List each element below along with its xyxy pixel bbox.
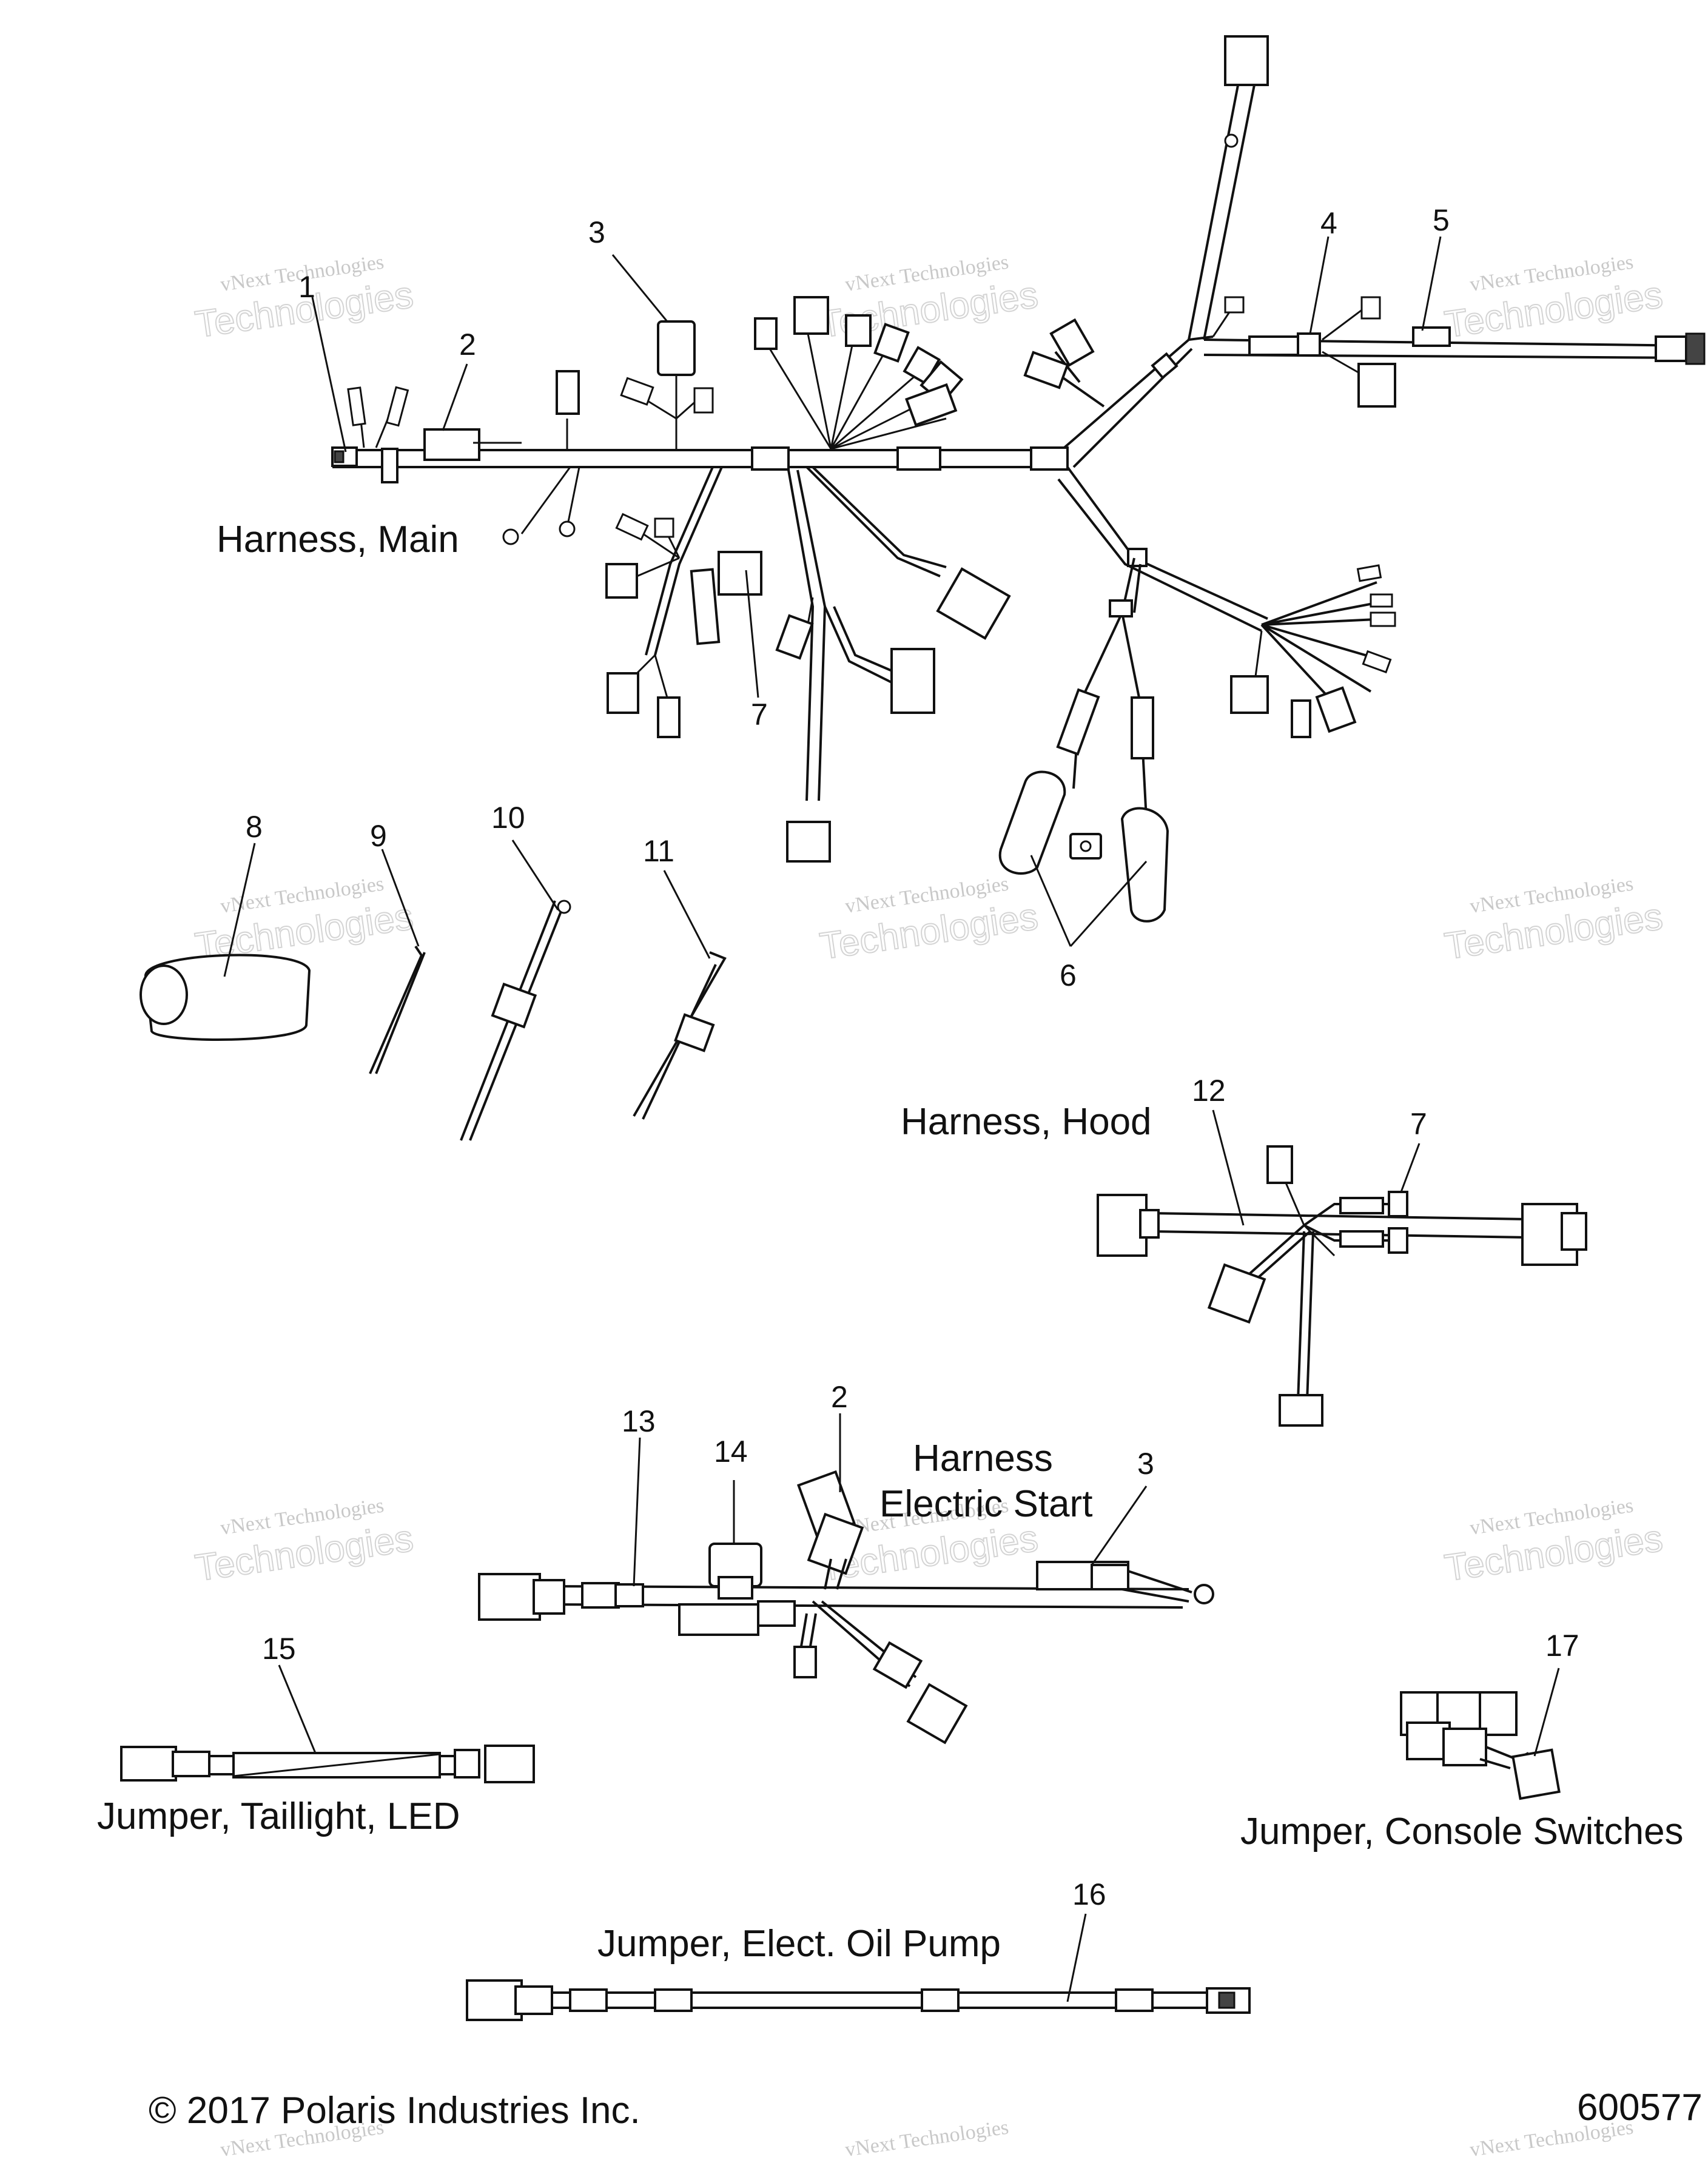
harness-electric-start (478, 1470, 1214, 1745)
callout-2: 2 (459, 328, 476, 362)
footer: © 2017 Polaris Industries Inc. 600577 (149, 2087, 1703, 2132)
assembly-titles: Harness, Main Harness, Hood Harness Elec… (97, 519, 1684, 1965)
callout-12: 12 (1192, 1074, 1226, 1108)
callout-5: 5 (1433, 203, 1450, 237)
watermark: vNext Technologies Technologies (192, 1494, 417, 1590)
callout-1: 1 (298, 270, 315, 304)
leader-lines (223, 236, 1560, 2002)
title-harness-electric-start-1: Harness (913, 1438, 1053, 1479)
title-harness-electric-start-2: Electric Start (879, 1483, 1092, 1525)
title-harness-hood: Harness, Hood (901, 1101, 1152, 1143)
callout-2-start: 2 (831, 1380, 848, 1414)
copyright-notice: © 2017 Polaris Industries Inc. (149, 2090, 640, 2132)
harness-hood (1097, 1145, 1587, 1427)
callout-11: 11 (643, 834, 674, 868)
small-parts (140, 900, 727, 1141)
callout-15: 15 (262, 1632, 296, 1666)
callout-8: 8 (246, 810, 263, 844)
jumper-console-switches (1400, 1691, 1561, 1800)
callout-14: 14 (714, 1435, 748, 1469)
watermark: vNext Technologies Technologies (192, 872, 417, 968)
callout-6: 6 (1060, 958, 1077, 992)
watermark: vNext Technologies Technologies (817, 872, 1041, 968)
title-jumper-console-switches: Jumper, Console Switches (1240, 1811, 1684, 1853)
callout-3: 3 (588, 215, 605, 249)
callout-10: 10 (491, 801, 525, 835)
callout-9: 9 (370, 819, 387, 853)
harness-main (331, 35, 1706, 923)
callout-4: 4 (1320, 206, 1337, 240)
jumper-elect-oil-pump (466, 1979, 1251, 2021)
jumper-taillight (120, 1745, 535, 1783)
title-jumper-elect-oil-pump: Jumper, Elect. Oil Pump (597, 1923, 1001, 1965)
callout-7: 7 (751, 698, 768, 732)
drawing-number: 600577 (1577, 2087, 1703, 2129)
watermark: vNext Technologies Technologies (1442, 251, 1666, 346)
callout-7-hood: 7 (1410, 1107, 1427, 1141)
callout-17: 17 (1545, 1629, 1579, 1663)
title-jumper-taillight: Jumper, Taillight, LED (97, 1795, 460, 1837)
callout-3-start: 3 (1137, 1447, 1154, 1481)
callouts: 1 2 3 4 5 6 7 8 9 10 11 12 7 13 14 2 3 1… (246, 203, 1579, 1911)
watermark: vNext Technologies Technologies (1442, 1494, 1666, 1590)
svg-text:vNext Technologies: vNext Technologies (844, 2116, 1010, 2161)
watermark: vNext Technologies (844, 2116, 1010, 2161)
watermark: vNext Technologies Technologies (1442, 872, 1666, 968)
title-harness-main: Harness, Main (217, 519, 459, 560)
callout-13: 13 (622, 1404, 656, 1438)
callout-16: 16 (1072, 1877, 1106, 1911)
